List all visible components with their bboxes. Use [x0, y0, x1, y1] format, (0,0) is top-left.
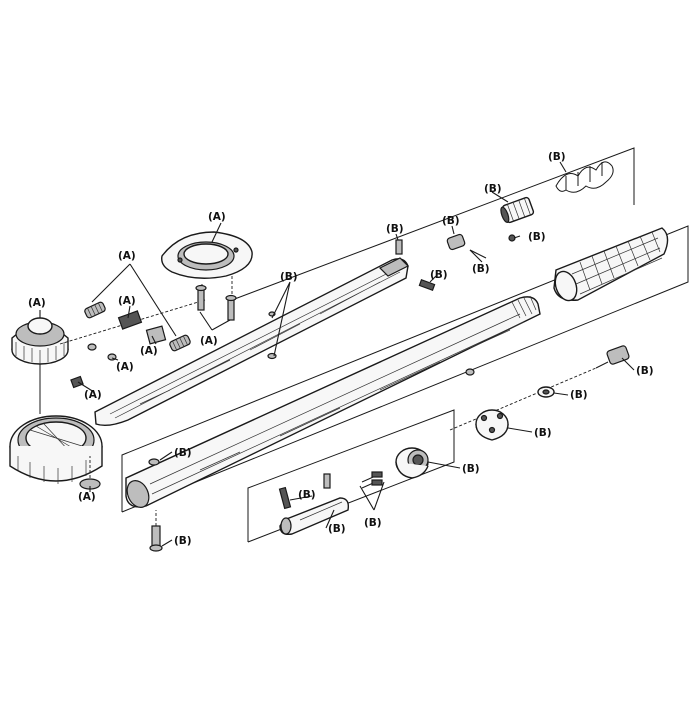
label-b-lower-keys: (B): [364, 517, 382, 529]
label-a-ball: (A): [116, 361, 134, 373]
label-b-sleeve: (B): [442, 215, 460, 227]
upper-assembly-frame: [121, 225, 689, 513]
right-washer: [537, 386, 555, 398]
label-b-lower-tube: (B): [328, 523, 346, 535]
label-b-ball-top: (B): [528, 231, 546, 243]
label-b-key: (B): [430, 269, 448, 281]
right-collar: [475, 409, 509, 441]
lower-small-parts: [148, 458, 163, 552]
cover-screws: [195, 284, 237, 321]
label-b-top-spring: (B): [548, 151, 566, 163]
reversing-knob: [11, 317, 69, 414]
label-b-lower-collar: (B): [462, 463, 480, 475]
lower-panel-parts: [278, 471, 383, 536]
label-b-pin-top: (B): [386, 223, 404, 235]
label-a-cover-plate: (A): [208, 211, 226, 223]
label-a-base-plate: (A): [78, 491, 96, 503]
leader-lines: [39, 161, 635, 547]
pawl-spring-parts: [84, 301, 191, 352]
label-a-pawl: (A): [118, 295, 136, 307]
lower-assembly-frame: [247, 409, 455, 543]
label-b-bush: (B): [472, 263, 490, 275]
label-b-tube-pin: (B): [174, 447, 192, 459]
label-b-pins-body: (B): [280, 271, 298, 283]
label-b-tube-screw: (B): [174, 535, 192, 547]
top-right-cylinder: [500, 196, 535, 242]
upper-right-small-parts: [267, 233, 487, 376]
lower-collar: [395, 447, 429, 479]
label-a-pawl-bracket: (A): [140, 345, 158, 357]
label-a-knob: (A): [28, 297, 46, 309]
label-b-cylinder: (B): [484, 183, 502, 195]
top-assembly-frame: [231, 147, 635, 301]
label-a-spring-group: (A): [118, 250, 136, 262]
extension-tube: [125, 295, 541, 508]
top-right-spring: [555, 161, 614, 193]
labels-b: (B) (B) (B) (B) (B) (B) (B) (B) (B) (B) …: [174, 151, 654, 547]
label-b-lower-pin: (B): [298, 489, 316, 501]
label-a-detent: (A): [84, 389, 102, 401]
ratchet-head: [9, 415, 103, 484]
grip-sleeve: [553, 227, 669, 302]
cover-plate: [161, 231, 253, 300]
label-b-end-screw: (B): [636, 365, 654, 377]
label-b-collar: (B): [534, 427, 552, 439]
label-a-screws: (A): [200, 335, 218, 347]
wrench-body: [94, 257, 410, 427]
right-screw: [449, 345, 630, 431]
label-b-washer: (B): [570, 389, 588, 401]
labels-a: (A) (A) (A) (A) (A) (A) (A) (A) (A): [28, 211, 226, 503]
